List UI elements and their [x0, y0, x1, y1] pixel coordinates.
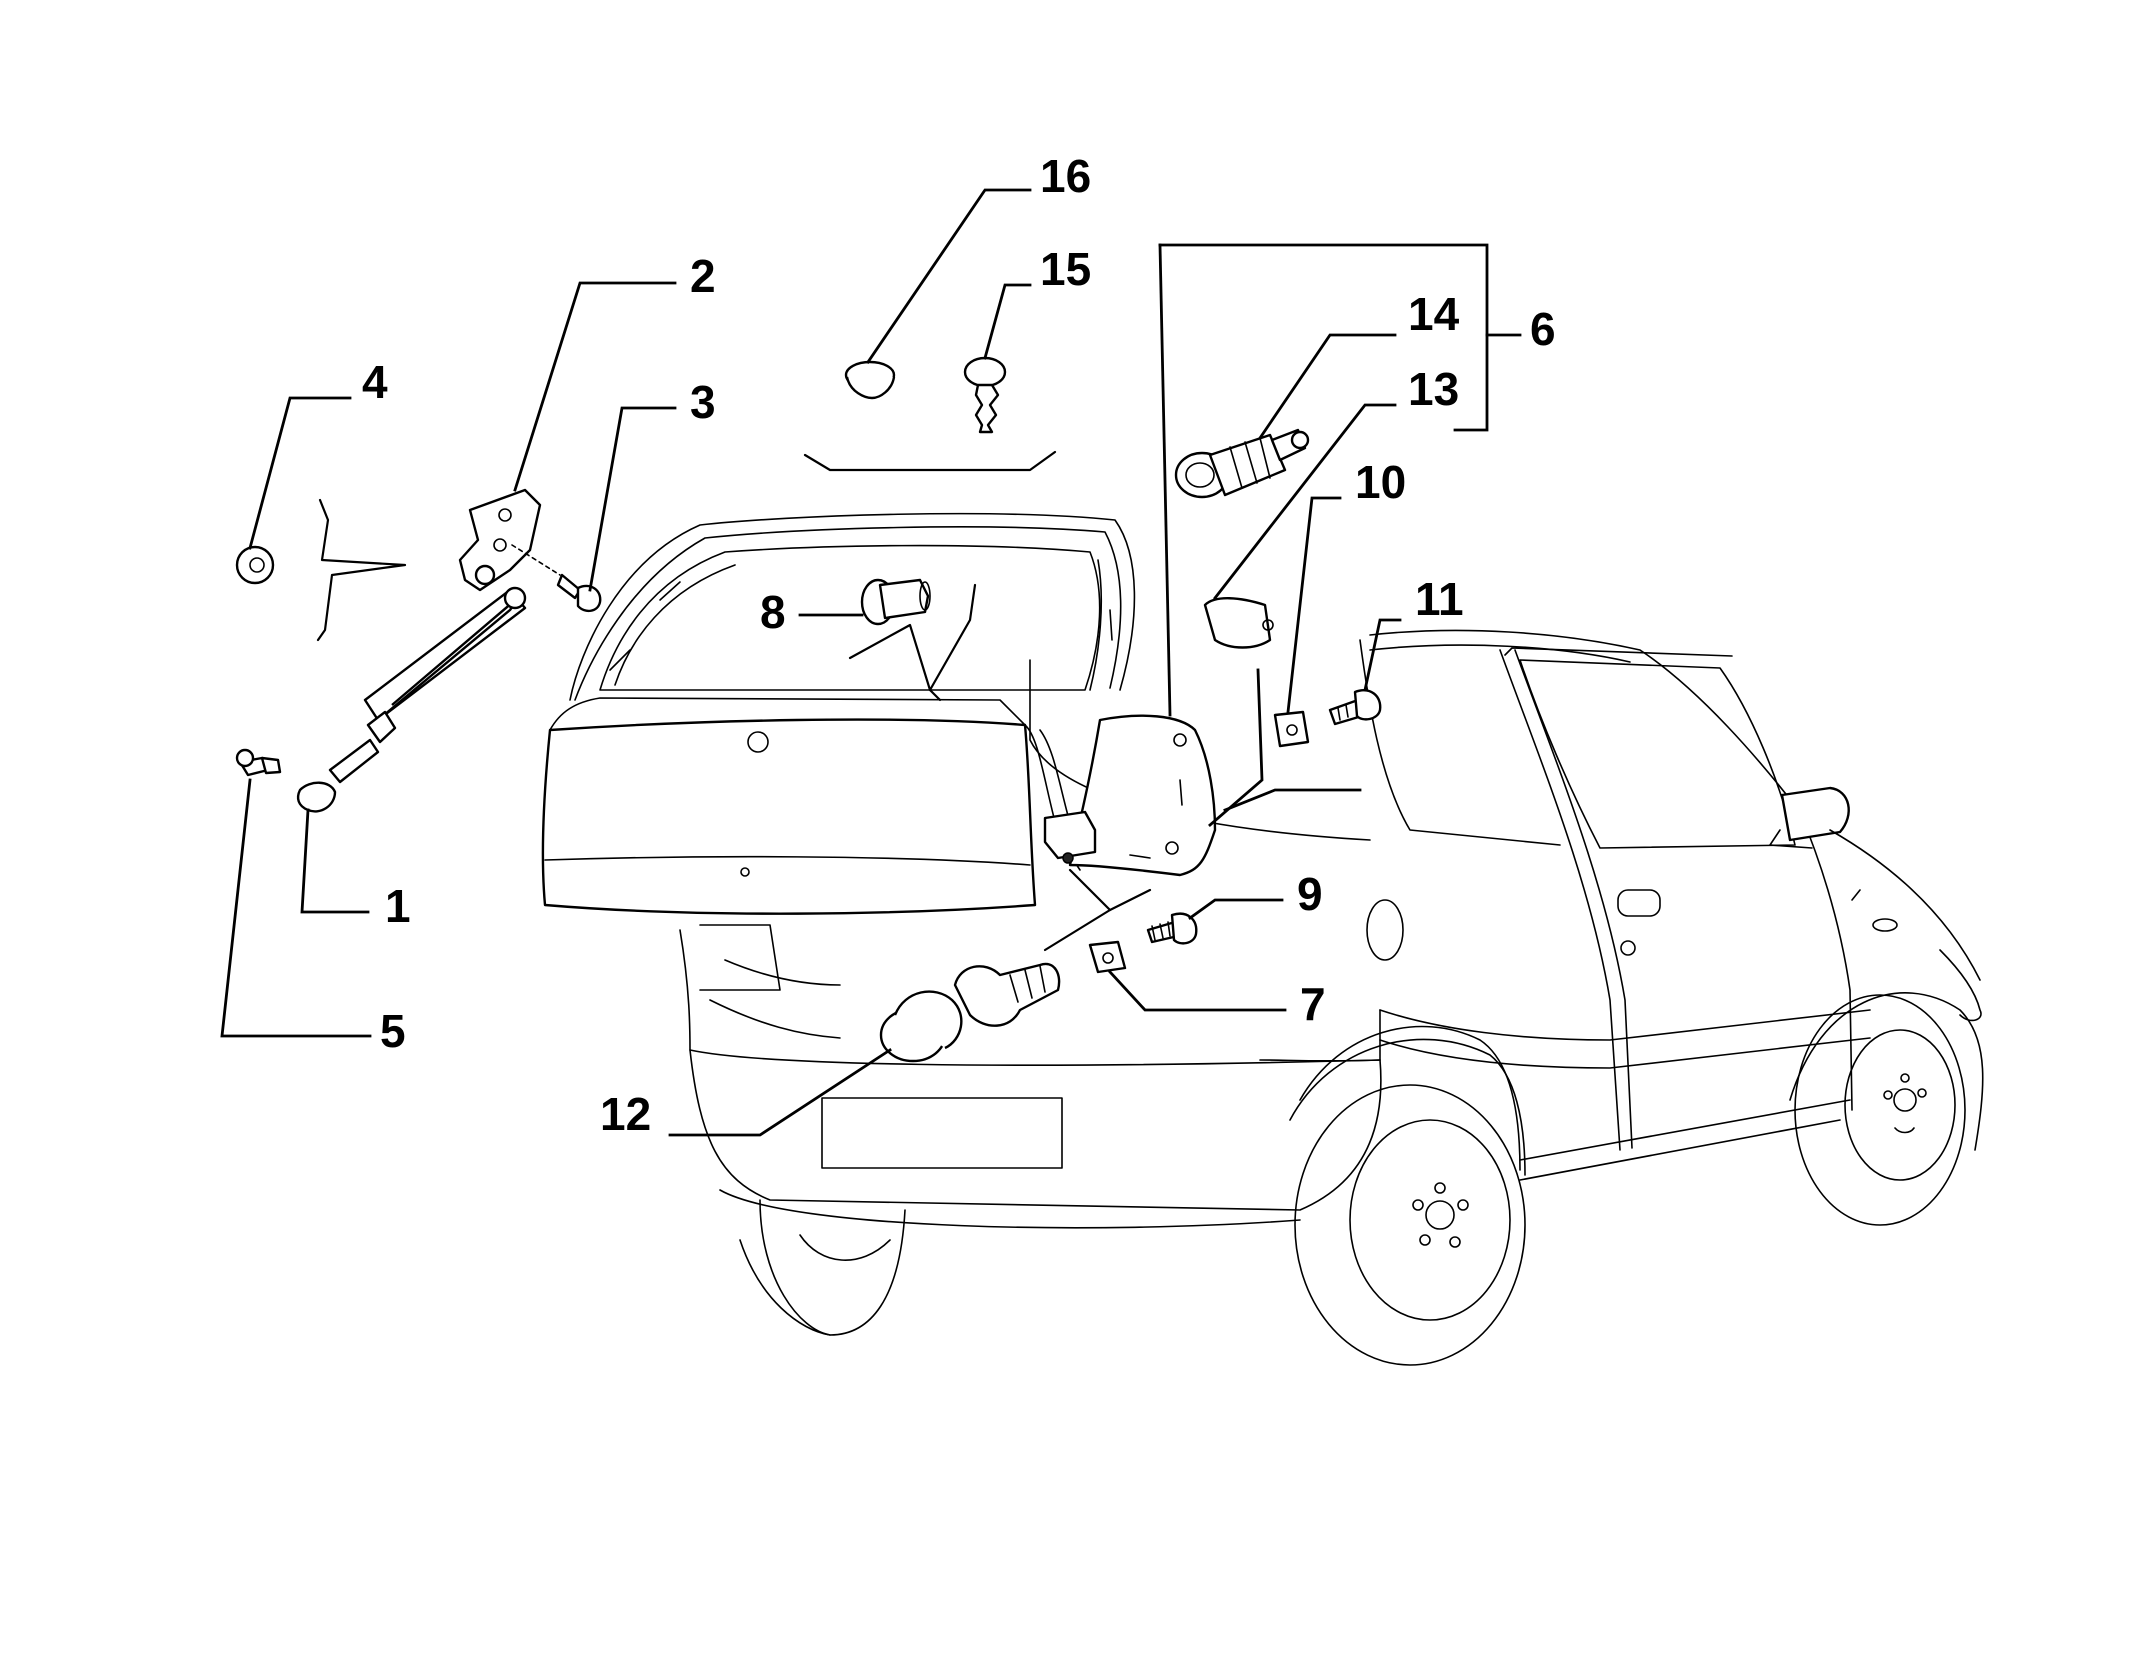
callout-2: 2	[690, 250, 716, 302]
callout-labels: 1 2 3 4 5 6 7 8 9 10 11 12 13 14 15 16	[362, 150, 1556, 1140]
callout-4: 4	[362, 356, 388, 408]
screw-upper-part	[1328, 689, 1382, 726]
callout-7: 7	[1300, 978, 1326, 1030]
callout-16: 16	[1040, 150, 1091, 202]
lock-cylinder-part	[1174, 428, 1310, 499]
callout-1: 1	[385, 880, 411, 932]
screw-lower-part	[1146, 912, 1198, 945]
callout-6: 6	[1530, 303, 1556, 355]
bracket-bolt-part	[556, 573, 602, 613]
ball-stud-part	[235, 748, 282, 777]
callout-3: 3	[690, 376, 716, 428]
clip-nut-lower-part	[1088, 940, 1127, 974]
push-clip-part	[963, 356, 1007, 434]
striker-latch-part	[1203, 597, 1274, 649]
gas-strut-part	[296, 586, 527, 813]
callout-12: 12	[600, 1088, 651, 1140]
washer-part	[235, 545, 275, 585]
bump-stop-part	[879, 962, 1061, 1063]
clip-nut-upper-part	[1273, 710, 1310, 748]
callout-15: 15	[1040, 243, 1091, 295]
callout-9: 9	[1297, 868, 1323, 920]
callout-10: 10	[1355, 456, 1406, 508]
callout-8: 8	[760, 586, 786, 638]
callout-11: 11	[1415, 573, 1464, 625]
tailgate-assembly	[316, 450, 1217, 952]
rubber-buffer-part	[860, 578, 931, 626]
car-body	[679, 629, 1984, 1366]
callout-14: 14	[1408, 288, 1460, 340]
leader-lines	[220, 188, 1522, 1137]
plug-cap-part	[844, 360, 896, 400]
callout-13: 13	[1408, 363, 1459, 415]
strut-bracket-part	[458, 488, 561, 592]
callout-5: 5	[380, 1005, 406, 1057]
